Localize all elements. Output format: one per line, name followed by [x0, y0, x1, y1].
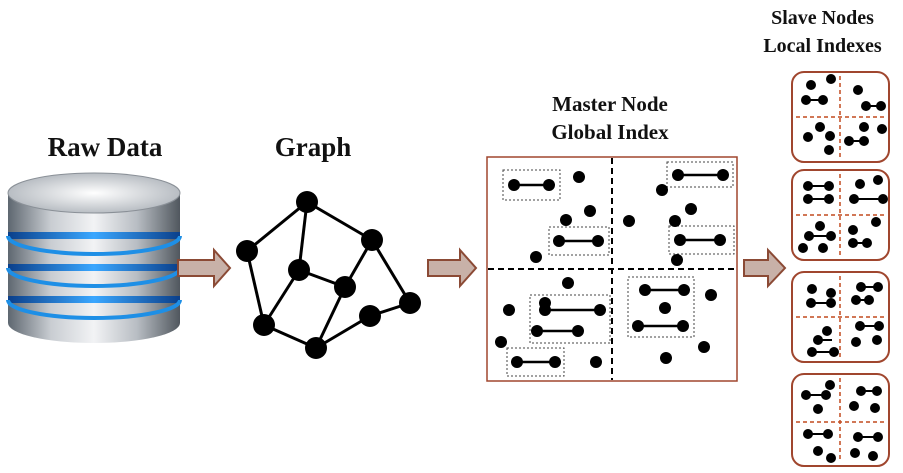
right-arrow-icon: [177, 247, 232, 289]
right-arrow-icon: [427, 247, 478, 289]
graph-node: [305, 337, 327, 359]
master-node-label: Master Node Global Index: [500, 90, 720, 146]
slave-node: [791, 373, 890, 467]
master-node-title: Master Node: [552, 92, 668, 116]
graph-nodes: [236, 191, 421, 359]
graph-label: Graph: [274, 132, 352, 162]
index-nodes: [495, 169, 729, 368]
graph-node: [236, 240, 258, 262]
graph-node: [334, 276, 356, 298]
slave-nodes-label: Slave Nodes Local Indexes: [745, 4, 900, 60]
graph-node: [359, 305, 381, 327]
graph-node: [288, 259, 310, 281]
graph-node: [296, 191, 318, 213]
slave-node: [791, 169, 890, 261]
global-index-title: Global Index: [551, 120, 669, 144]
slave-local-indexes: [791, 71, 890, 467]
slave-node: [791, 71, 890, 163]
raw-data-label: Raw Data: [47, 132, 163, 162]
graph-node: [253, 314, 275, 336]
slave-node: [791, 271, 890, 363]
slave-nodes-title: Slave Nodes: [771, 7, 874, 29]
master-global-index: [486, 156, 738, 382]
right-arrow-icon: [743, 247, 787, 289]
graph-node: [361, 229, 383, 251]
database-icon: [6, 172, 182, 343]
local-indexes-title: Local Indexes: [763, 35, 882, 57]
graph-node: [399, 292, 421, 314]
index-groups: [502, 161, 735, 377]
